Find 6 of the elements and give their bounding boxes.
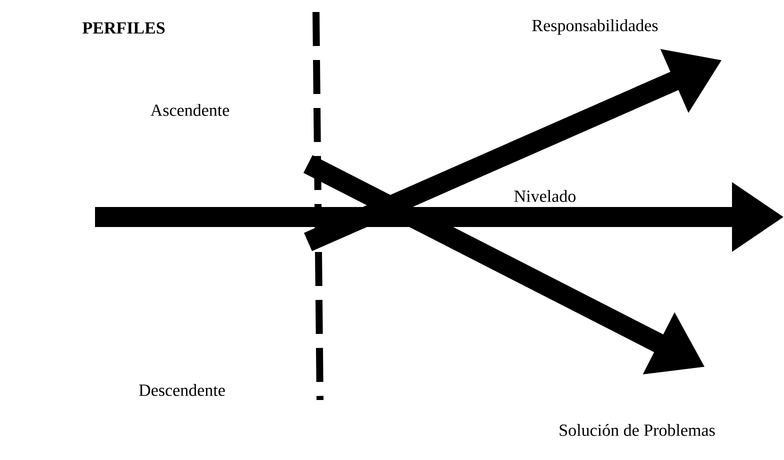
label: Responsabilidades — [532, 19, 658, 35]
title: PERFILES — [82, 22, 165, 34]
label: Ascendente — [150, 104, 230, 116]
label: Solución de Problemas — [560, 424, 715, 436]
label: Nivelado — [514, 190, 576, 202]
label: Descendente — [139, 384, 225, 396]
